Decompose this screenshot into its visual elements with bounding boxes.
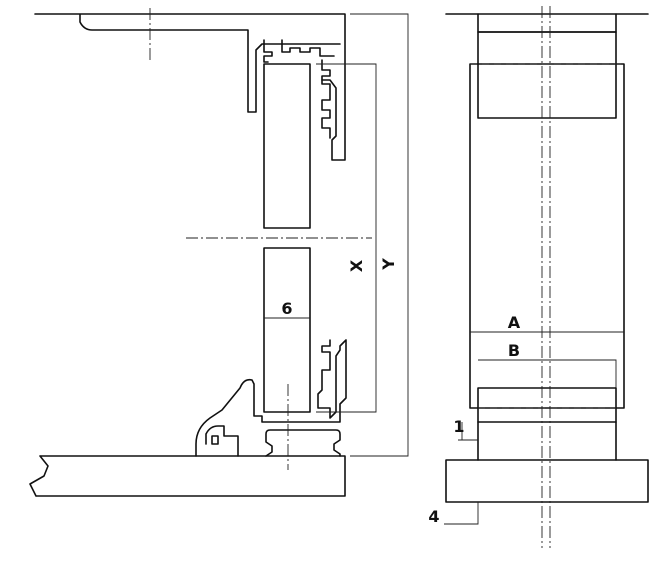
floor-line (29, 455, 346, 497)
bottom-roller (265, 429, 341, 457)
bottom-profile-outline (195, 339, 347, 457)
side-section-view: 6 X Y (29, 8, 409, 497)
bottom-carriage (477, 387, 617, 423)
label-four: 4 (428, 507, 439, 526)
lower-panel (263, 247, 311, 413)
label-six: 6 (281, 299, 292, 318)
label-y: Y (379, 258, 398, 271)
upper-panel (263, 63, 311, 229)
reference-line-b (478, 359, 617, 388)
dimension-four (444, 502, 479, 525)
label-b: B (508, 341, 520, 360)
front-elevation-view: A B 1 4 (428, 6, 649, 548)
label-x: X (347, 259, 366, 272)
top-guide-knobs (263, 39, 335, 139)
front-floor-block (445, 459, 649, 503)
bottom-guide (477, 421, 617, 461)
front-panel (469, 63, 625, 409)
dimension-x (316, 63, 377, 413)
top-carriage-body (477, 31, 617, 119)
bottom-clip (205, 425, 239, 457)
label-a: A (508, 313, 521, 332)
dimension-y (350, 13, 409, 457)
top-profile-outline (34, 13, 346, 161)
dimension-one (458, 422, 478, 441)
top-carriage-head (477, 13, 617, 33)
label-one: 1 (453, 417, 464, 436)
